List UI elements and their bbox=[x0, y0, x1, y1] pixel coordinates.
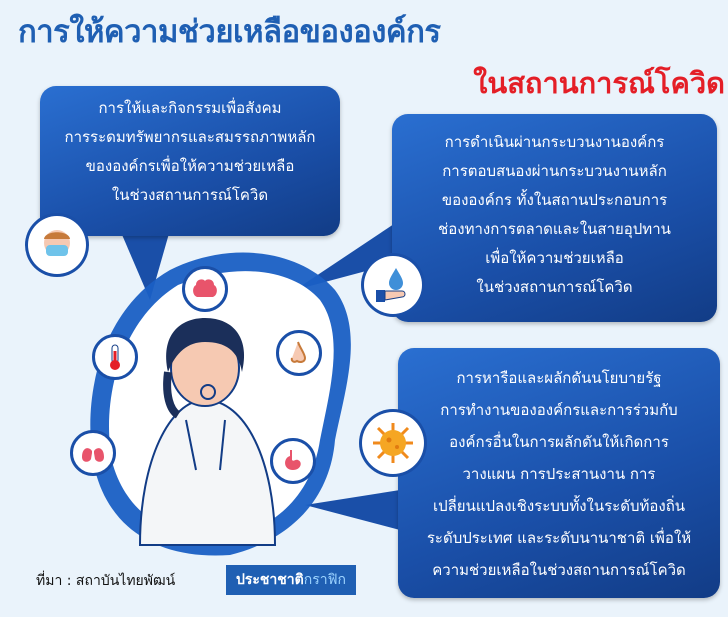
speech-bubble-philanthropy: การให้และกิจกรรมเพื่อสังคม การระดมทรัพยา… bbox=[40, 86, 340, 236]
lungs-icon bbox=[70, 430, 116, 476]
speech-bubble-operations: การดำเนินผ่านกระบวนงานองค์กร การตอบสนองผ… bbox=[392, 114, 717, 322]
right-top-bubble-pointer bbox=[295, 220, 400, 290]
bubble-left-line: ขององค์กรเพื่อให้ความช่วยเหลือ bbox=[85, 157, 295, 175]
bubble-left-line: ในช่วงสถานการณ์โควิด bbox=[111, 186, 269, 204]
sick-person-illustration bbox=[138, 318, 277, 546]
nose-icon bbox=[276, 330, 322, 376]
bubble-left-line: การให้และกิจกรรมเพื่อสังคม bbox=[98, 99, 282, 117]
source-credit: ที่มา : สถาบันไทยพัฒน์ bbox=[36, 573, 176, 589]
page-subtitle: ในสถานการณ์โควิด bbox=[473, 66, 725, 100]
bubble-right-top-line: ในช่วงสถานการณ์โควิด bbox=[476, 278, 633, 296]
bubble-right-top-line: การดำเนินผ่านกระบวนงานองค์กร bbox=[444, 133, 665, 151]
bubble-right-bottom-line: วางแผน การประสานงาน การ bbox=[462, 465, 656, 483]
bubble-right-bottom-line: เปลี่ยนแปลงเชิงระบบทั้งในระดับท้องถิ่น bbox=[432, 497, 686, 515]
stomach-icon bbox=[270, 438, 316, 484]
water-drop-hand-icon bbox=[364, 256, 422, 314]
bubble-right-bottom-line: การหารือและผลักดันนโยบายรัฐ bbox=[456, 369, 662, 387]
left-bubble-pointer bbox=[120, 230, 170, 300]
bubble-right-top-line: ช่องทางการตลาดและในสายอุปทาน bbox=[438, 220, 671, 238]
publisher-logo-accent: กราฟิก bbox=[303, 572, 346, 588]
brain-icon bbox=[182, 266, 228, 312]
speech-bubble-policy: การหารือและผลักดันนโยบายรัฐ การทำงานของอ… bbox=[398, 348, 720, 598]
bubble-right-top-line: การตอบสนองผ่านกระบวนงานหลัก bbox=[442, 162, 667, 180]
bubble-right-top-line: เพื่อให้ความช่วยเหลือ bbox=[485, 249, 624, 267]
bubble-right-bottom-line: ความช่วยเหลือในช่วงสถานการณ์โควิด bbox=[432, 561, 686, 579]
mask-face-icon bbox=[28, 216, 86, 274]
bubble-left-line: การระดมทรัพยากรและสมรรถภาพหลัก bbox=[64, 128, 316, 146]
page-title: การให้ความช่วยเหลือขององค์กร bbox=[18, 14, 441, 50]
publisher-logo-main: ประชาชาติ bbox=[236, 572, 304, 588]
right-bottom-bubble-pointer bbox=[305, 490, 400, 530]
bubble-right-bottom-line: การทำงานขององค์กรและการร่วมกับ bbox=[440, 401, 678, 419]
bubble-right-bottom-line: องค์กรอื่นในการผลักดันให้เกิดการ bbox=[449, 433, 669, 451]
bubble-right-top-line: ขององค์กร ทั้งในสถานประกอบการ bbox=[441, 191, 668, 209]
bubble-right-bottom-line: ระดับประเทศ และระดับนานาชาติ เพื่อให้ bbox=[426, 529, 692, 547]
thermometer-icon bbox=[92, 334, 138, 380]
publisher-logo: ประชาชาติกราฟิก bbox=[226, 565, 356, 595]
virus-icon bbox=[362, 412, 424, 474]
